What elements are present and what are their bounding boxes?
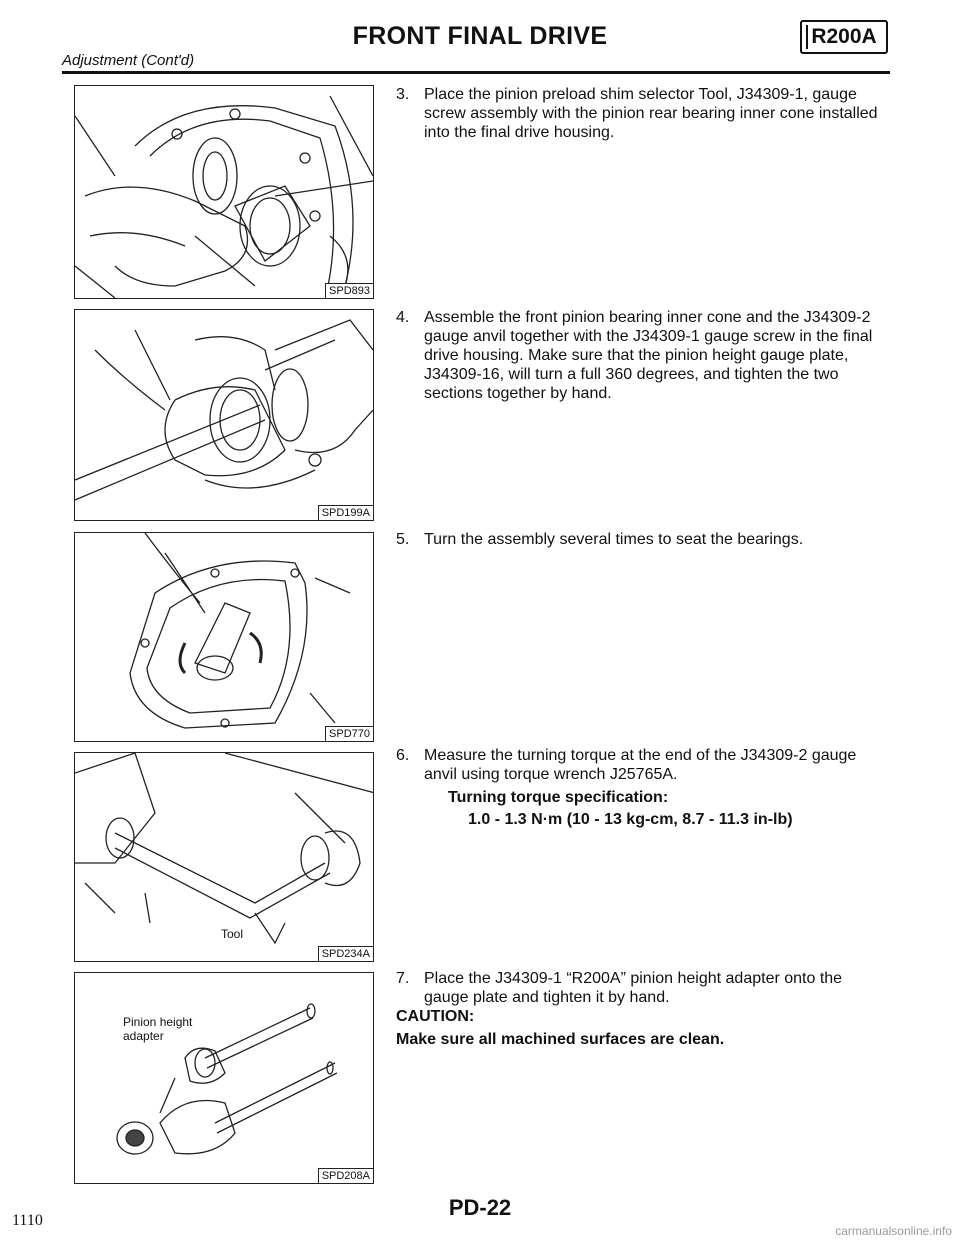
step-text: Measure the turning torque at the end of… (424, 747, 857, 783)
figure-seat-bearings: SPD770 (74, 532, 374, 742)
gauge-anvil-illustration (75, 319, 373, 501)
step-number: 3. (396, 86, 410, 103)
step-text: Assemble the front pinion bearing inner … (424, 309, 873, 402)
tool-label: Tool (221, 927, 244, 941)
pinion-shim-selector-illustration (75, 95, 373, 298)
step-number: 7. (396, 970, 410, 987)
pinion-height-adapter-illustration (116, 1003, 338, 1155)
step-text: Place the pinion preload shim selector T… (424, 86, 878, 141)
step-6: 6. Measure the turning torque at the end… (396, 746, 890, 829)
step-number: 5. (396, 531, 410, 548)
figure-code: SPD199A (317, 505, 373, 520)
step-number: 6. (396, 747, 410, 764)
figure-pinion-height-adapter: Pinion height adapter SPD208A (74, 972, 374, 1184)
spec-label: Turning torque specification: (448, 789, 669, 806)
model-badge: R200A (800, 20, 888, 54)
header-rule (62, 71, 890, 74)
watermark: carmanualsonline.info (835, 1224, 952, 1238)
figure-code: SPD893 (325, 283, 373, 298)
figure-code: SPD234A (317, 946, 373, 961)
edge-page-number: 1110 (12, 1212, 43, 1229)
step-7: 7. Place the J34309-1 “R200A” pinion hei… (396, 969, 890, 1049)
pinion-height-adapter-label: Pinion height adapter (123, 1015, 193, 1043)
step-5: 5. Turn the assembly several times to se… (396, 530, 890, 549)
section-subtitle: Adjustment (Cont'd) (62, 52, 195, 69)
caution-text: Make sure all machined surfaces are clea… (396, 1031, 725, 1048)
step-text: Turn the assembly several times to seat … (424, 531, 804, 548)
caution-label: CAUTION: (396, 1008, 475, 1025)
figure-code: SPD208A (317, 1168, 373, 1183)
page-title: FRONT FINAL DRIVE (352, 22, 608, 50)
figure-code: SPD770 (325, 726, 373, 741)
spec-value: 1.0 - 1.3 N·m (10 - 13 kg-cm, 8.7 - 11.3… (468, 811, 793, 828)
figure-torque-measurement: Tool SPD234A (74, 752, 374, 962)
step-3: 3. Place the pinion preload shim selecto… (396, 85, 890, 142)
page-number: PD-22 (448, 1195, 512, 1220)
figure-gauge-anvil-assembly: SPD199A (74, 309, 374, 521)
torque-measurement-illustration (75, 753, 373, 945)
step-number: 4. (396, 309, 410, 326)
step-4: 4. Assemble the front pinion bearing inn… (396, 308, 890, 403)
seat-bearings-illustration (129, 533, 351, 729)
step-text: Place the J34309-1 “R200A” pinion height… (424, 970, 843, 1006)
figure-pinion-shim-selector: SPD893 (74, 85, 374, 299)
